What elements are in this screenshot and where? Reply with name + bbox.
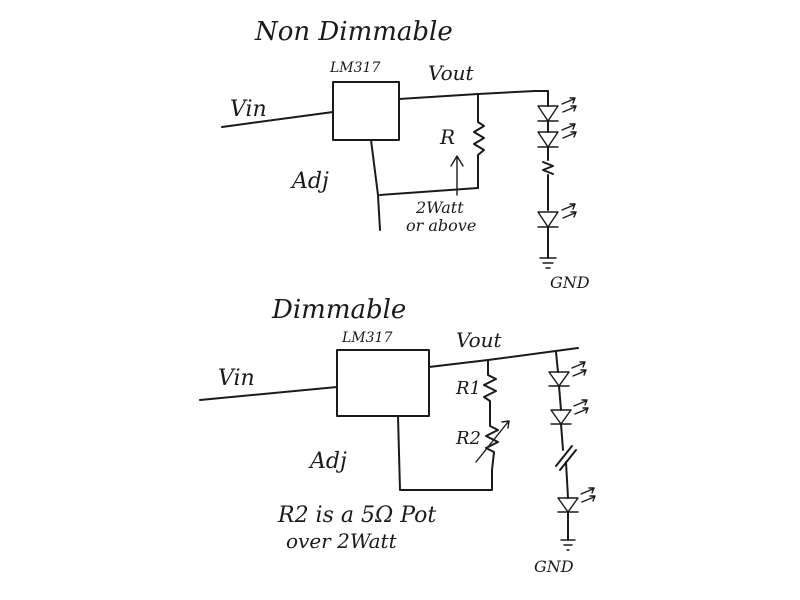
- bottom-pot-arrow-icon: [475, 420, 510, 463]
- bottom-adj-wire: [397, 415, 493, 491]
- bottom-led-3-icon: [557, 487, 596, 513]
- non-dimmable-circuit: Non Dimmable LM317 Vin Vout Adj R 2Watt …: [221, 17, 590, 292]
- top-r-label: R: [439, 125, 455, 149]
- top-adj-wire: [370, 139, 381, 231]
- bottom-resistor-r1: [483, 359, 497, 413]
- top-resistor-r: [473, 93, 485, 189]
- top-led-1-icon: [537, 97, 577, 122]
- bottom-vin-label: Vin: [218, 366, 255, 391]
- bottom-lm317-chip: [336, 349, 430, 417]
- bottom-note-line1: R2 is a 5Ω Pot: [277, 503, 436, 528]
- bottom-vin-wire: [199, 386, 338, 401]
- bottom-led-string-break: [555, 423, 577, 499]
- top-title: Non Dimmable: [254, 17, 453, 47]
- top-adj-label: Adj: [290, 169, 329, 194]
- bottom-chip-label: LM317: [341, 330, 392, 346]
- top-lm317-chip: [332, 81, 400, 141]
- bottom-vout-label: Vout: [456, 328, 503, 352]
- top-annotation-arrow-icon: [450, 155, 464, 196]
- top-led-string-break: [542, 146, 554, 211]
- top-led-string-wire: [534, 90, 549, 107]
- bottom-led-2-icon: [550, 399, 589, 425]
- top-vin-label: Vin: [230, 97, 267, 122]
- top-vout-label: Vout: [428, 61, 475, 85]
- bottom-r2-label: R2: [455, 428, 481, 449]
- top-vin-wire: [221, 111, 334, 128]
- bottom-pot-r2: [485, 411, 499, 471]
- bottom-title: Dimmable: [271, 295, 406, 325]
- bottom-led-1-icon: [548, 361, 587, 387]
- top-led-2-icon: [537, 123, 577, 148]
- top-ground-icon: [539, 257, 557, 269]
- bottom-adj-label: Adj: [308, 449, 347, 474]
- bottom-ground-icon: [560, 539, 576, 551]
- dimmable-circuit: Dimmable LM317 Vin Vout Adj R1 R2: [199, 295, 596, 576]
- top-note-line1: 2Watt: [415, 198, 464, 217]
- bottom-r1-label: R1: [455, 378, 481, 399]
- top-vout-wire: [398, 90, 536, 100]
- bottom-note-line2: over 2Watt: [286, 529, 398, 553]
- top-chip-label: LM317: [329, 60, 380, 76]
- bottom-led-wire-1: [558, 385, 562, 411]
- top-led-3-icon: [537, 203, 577, 228]
- top-adj-return-wire: [379, 187, 479, 196]
- bottom-led-string-wire: [555, 351, 559, 373]
- top-note-line2: or above: [406, 216, 476, 235]
- top-gnd-label: GND: [550, 273, 590, 292]
- bottom-gnd-label: GND: [534, 557, 574, 576]
